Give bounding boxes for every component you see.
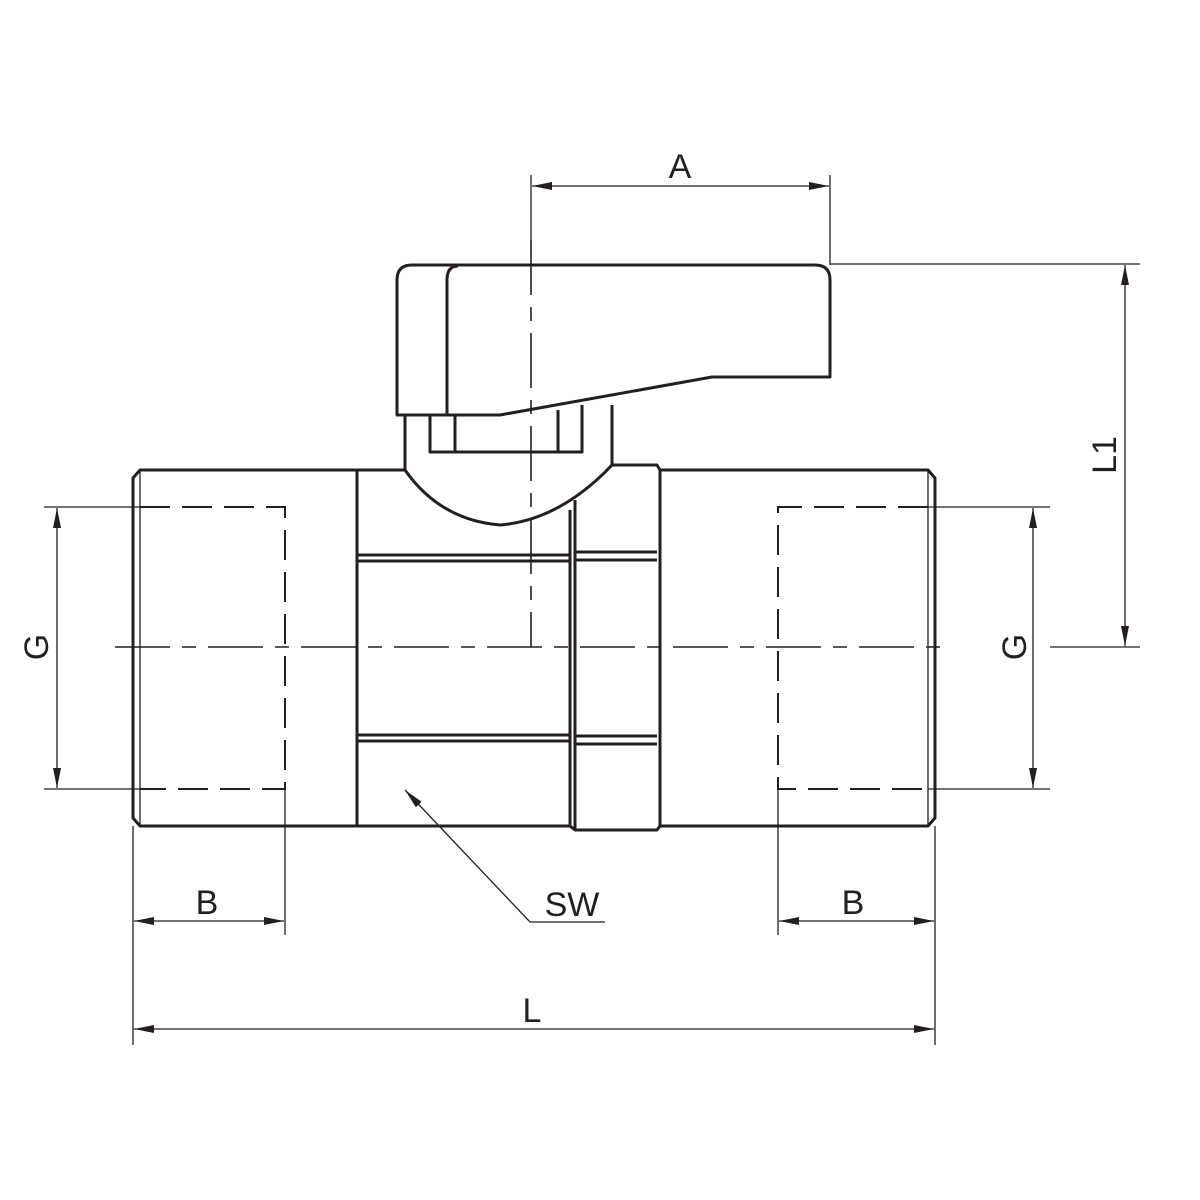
svg-text:L1: L1	[1086, 436, 1124, 474]
dimension-SW: SW	[404, 789, 605, 924]
dimension-G-left: G	[18, 506, 140, 790]
dimension-B-right: B	[777, 789, 936, 1045]
thread-right-hidden	[777, 506, 928, 790]
svg-text:L: L	[523, 992, 542, 1030]
stem-bowl	[403, 405, 614, 527]
lever-handle	[395, 263, 832, 417]
thread-left-hidden	[140, 506, 286, 790]
svg-text:A: A	[669, 148, 692, 186]
dimension-A: A	[530, 148, 831, 265]
dimension-B-left: B	[132, 789, 286, 1045]
valve-body	[131, 463, 937, 832]
svg-text:B: B	[842, 884, 865, 922]
dimension-L: L	[134, 992, 934, 1033]
svg-text:B: B	[196, 884, 219, 922]
svg-text:G: G	[18, 634, 56, 660]
svg-text:SW: SW	[545, 886, 600, 924]
dimension-L1: L1	[830, 263, 1140, 648]
svg-text:G: G	[996, 634, 1034, 660]
dimension-G-right: G	[928, 506, 1050, 790]
